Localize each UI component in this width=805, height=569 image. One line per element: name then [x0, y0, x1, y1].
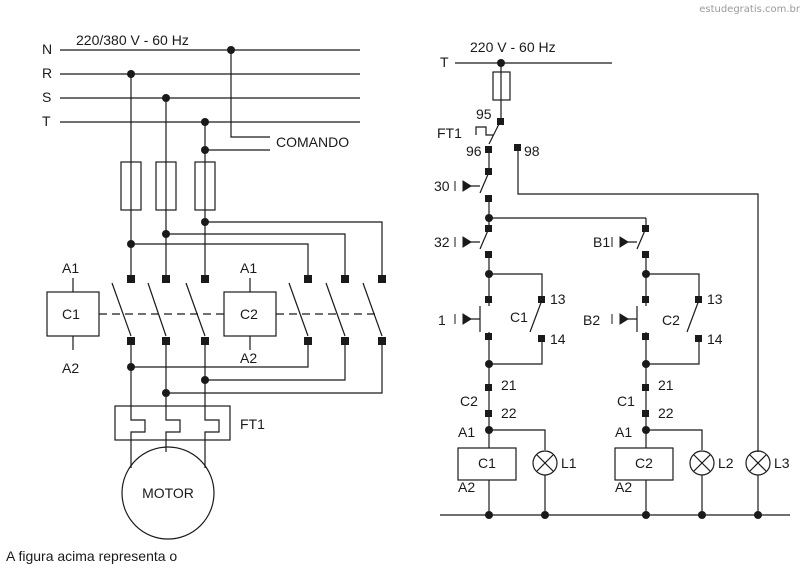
- c1-control-coil: [457, 447, 517, 481]
- c2-a1-label: A1: [240, 260, 257, 276]
- wire-r-to-c2: [131, 243, 309, 278]
- label-n: N: [42, 41, 52, 57]
- c1-a1-label: A1: [62, 260, 79, 276]
- nc-left-21: 21: [501, 377, 517, 393]
- control-actuators: [454, 180, 629, 325]
- b2-left-label: 32: [434, 234, 450, 250]
- c2-out-2: [205, 341, 346, 381]
- wire-98-to-l3: [517, 150, 759, 452]
- comando-label: COMANDO: [276, 134, 349, 150]
- coil-left-a1: A1: [458, 424, 475, 440]
- control-supply-label: 220 V - 60 Hz: [470, 39, 556, 55]
- c1-name-label: C1: [62, 306, 80, 322]
- ft1-95-label: 95: [476, 106, 492, 122]
- ft1-control-label: FT1: [437, 125, 462, 141]
- c2-out-3: [166, 341, 383, 394]
- b1-right-label: B1: [593, 234, 610, 250]
- motor: [121, 446, 215, 540]
- power-supply-label: 220/380 V - 60 Hz: [76, 32, 189, 48]
- coil-right-a2: A2: [615, 479, 632, 495]
- label-r: R: [42, 65, 52, 81]
- label-s: S: [42, 89, 51, 105]
- power-junctions: [127, 46, 386, 397]
- lamp-l1-label: L1: [561, 455, 577, 471]
- aux-c2-13: 13: [707, 291, 723, 307]
- c2-a2-label: A2: [240, 350, 257, 366]
- coil-right-name: C2: [635, 455, 653, 471]
- control-junctions: [485, 59, 762, 519]
- aux-c2-name: C2: [662, 312, 680, 328]
- watermark: estudegratis.com.br: [699, 4, 801, 15]
- motor-label: MOTOR: [142, 485, 194, 501]
- nc-right-21: 21: [658, 377, 674, 393]
- lamp-l3-label: L3: [774, 455, 790, 471]
- c1-a2-label: A2: [62, 360, 79, 376]
- nc-right-name: C1: [617, 393, 635, 409]
- c2-control-coil: [614, 447, 674, 481]
- comando-wire-n: [230, 50, 270, 138]
- wire-s-to-c2: [166, 233, 346, 278]
- aux-c1-name: C1: [510, 309, 528, 325]
- ft1-thermal-symbol: [475, 126, 494, 136]
- nc-left-22: 22: [501, 405, 517, 421]
- aux-c2-14: 14: [707, 331, 723, 347]
- c2-name-label: C2: [240, 306, 258, 322]
- caption: A figura acima representa o: [6, 548, 178, 564]
- coil-left-a2: A2: [458, 479, 475, 495]
- control-line-label: T: [440, 54, 449, 70]
- wire-t-to-c2: [205, 221, 383, 278]
- coil-left-name: C1: [478, 455, 496, 471]
- ft1-96-label: 96: [466, 143, 482, 159]
- lamp-l2-label: L2: [718, 455, 734, 471]
- ft1-power-label: FT1: [240, 416, 265, 432]
- aux-c1-13: 13: [550, 291, 566, 307]
- nc-right-22: 22: [658, 405, 674, 421]
- aux-c1-14: 14: [550, 331, 566, 347]
- stop-button-label: 30: [434, 178, 450, 194]
- b2-right-label: B2: [583, 312, 600, 328]
- ft1-overload: [114, 405, 231, 441]
- control-circuit: [440, 62, 790, 516]
- ft1-98-label: 98: [524, 143, 540, 159]
- nc-left-name: C2: [460, 393, 478, 409]
- label-t: T: [42, 113, 51, 129]
- c2-out-1: [131, 341, 309, 368]
- coil-right-a1: A1: [615, 424, 632, 440]
- power-circuit: [46, 49, 383, 540]
- b1-left-label: 1: [438, 312, 446, 328]
